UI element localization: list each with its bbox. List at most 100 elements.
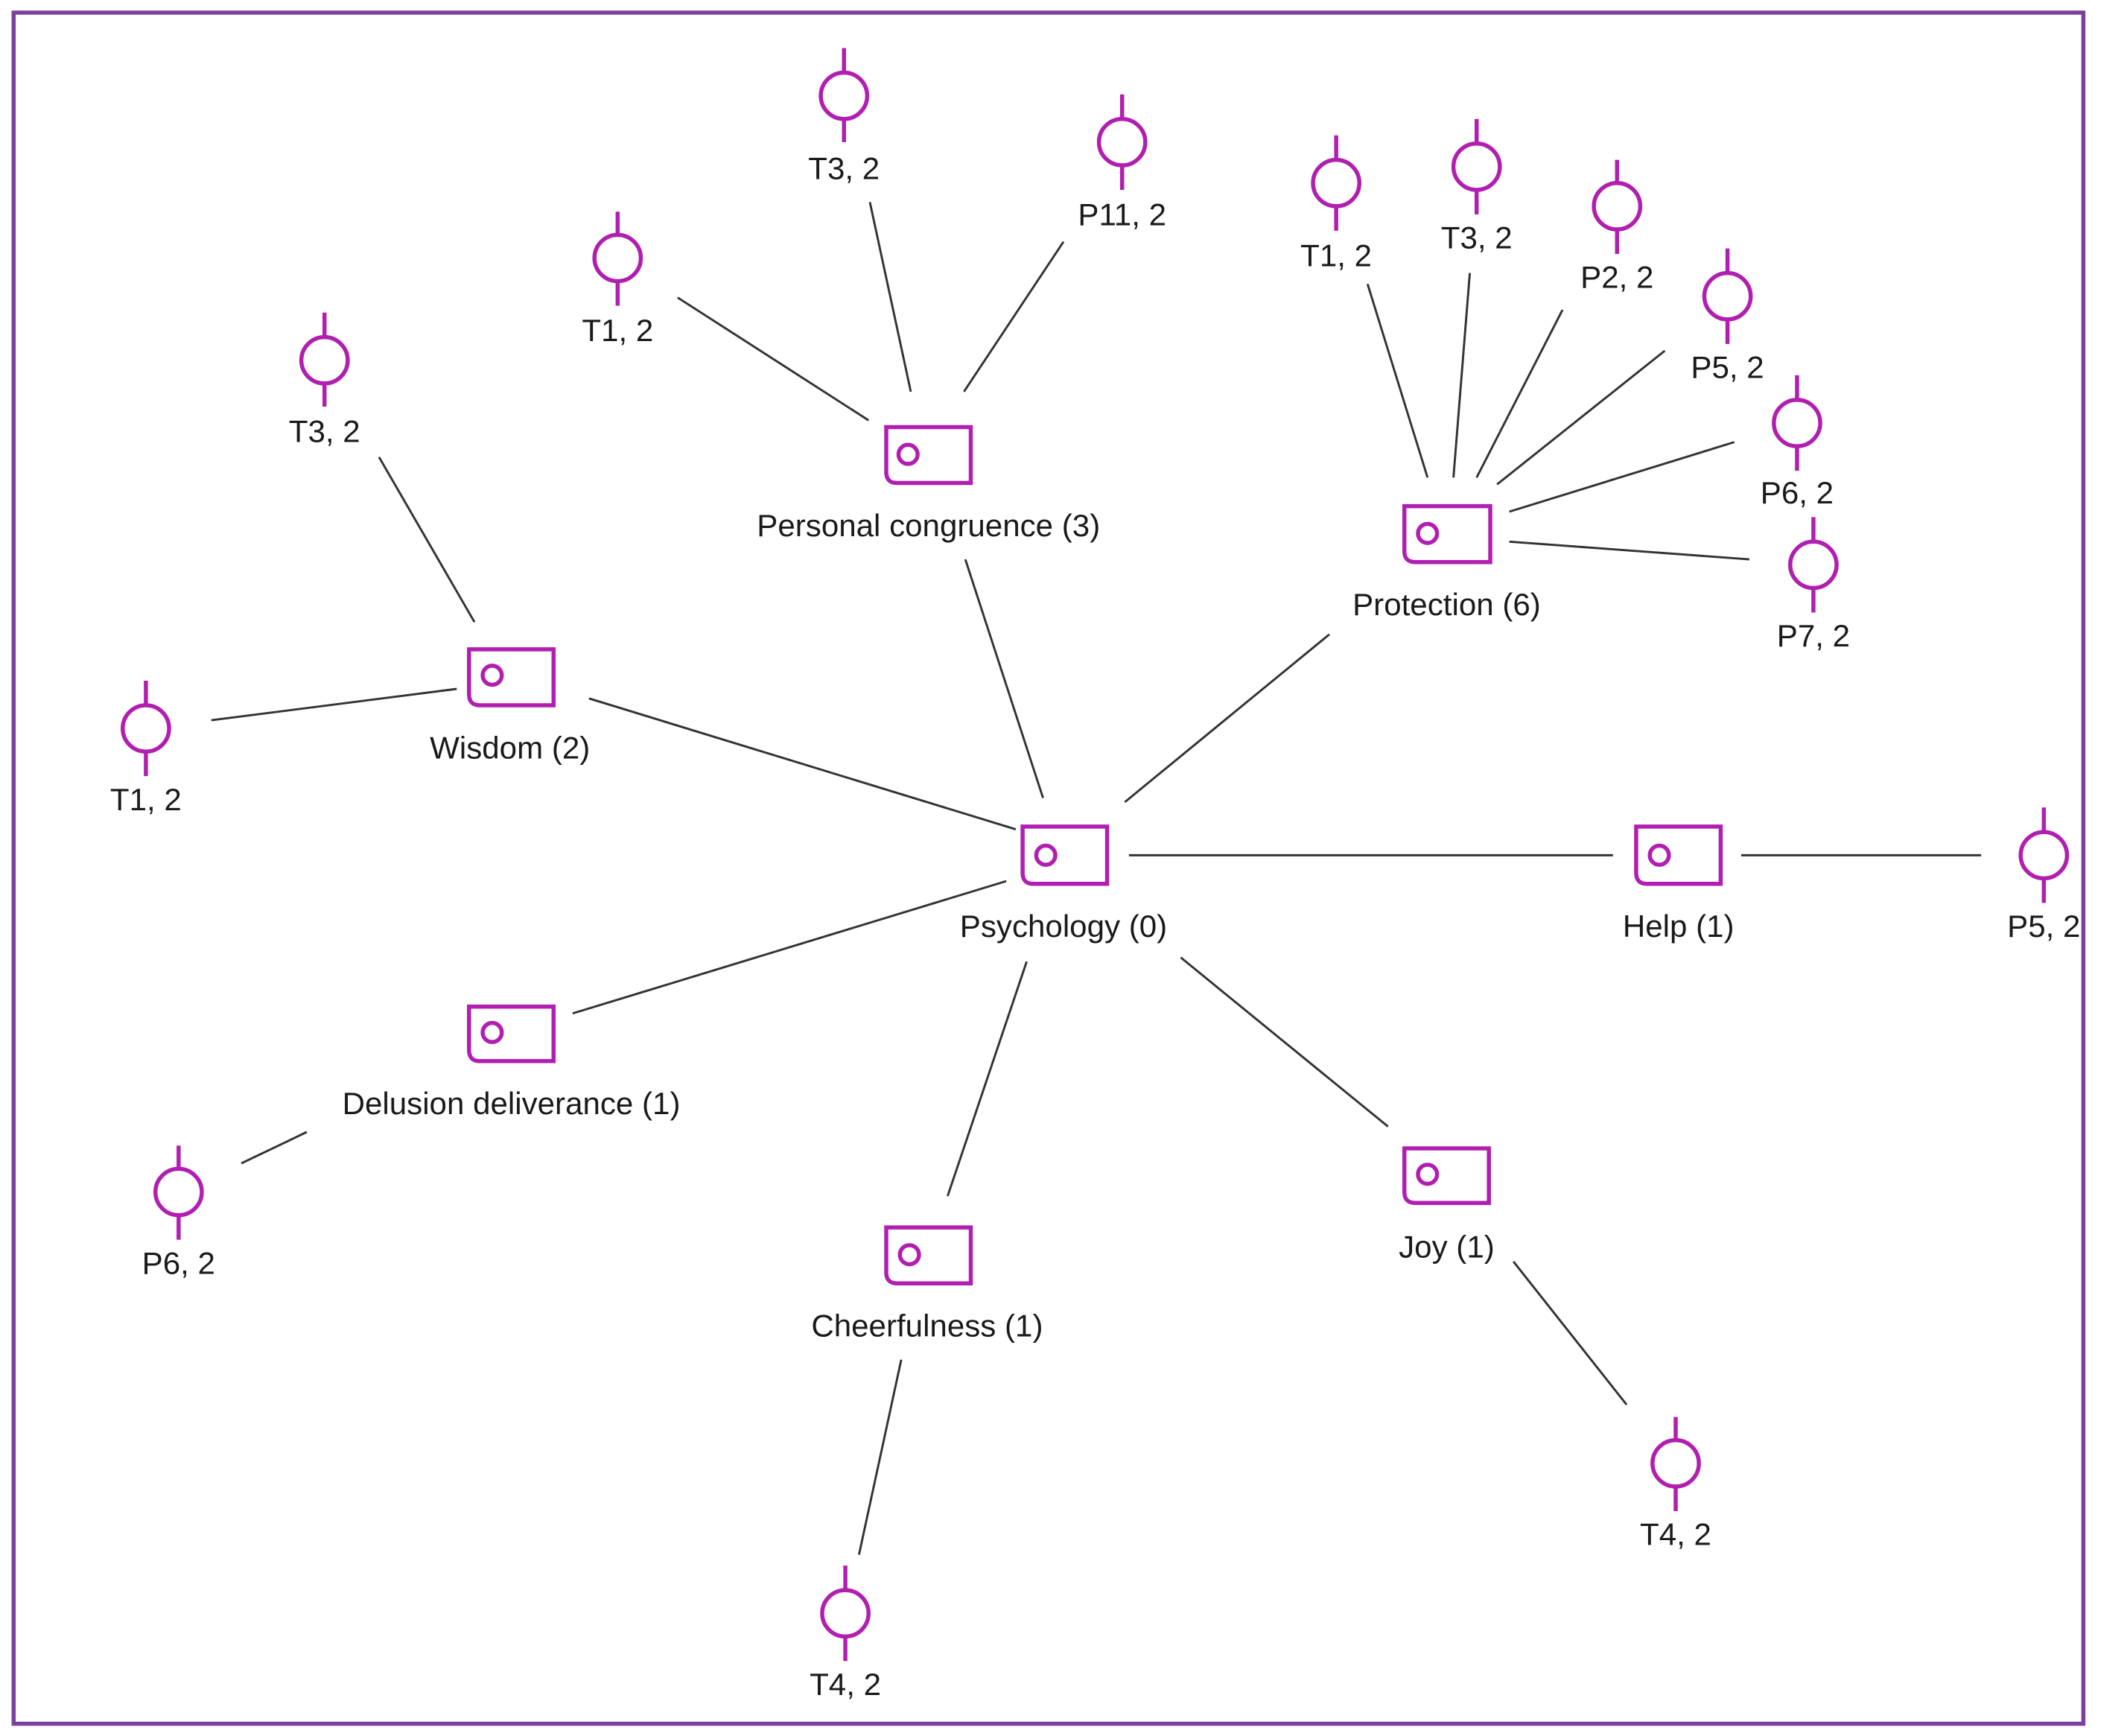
- document-code-icon: [884, 425, 973, 486]
- pin-circle-icon: [299, 334, 350, 386]
- code-node-joy[interactable]: [1402, 1146, 1491, 1205]
- document-code-icon: [467, 1004, 556, 1063]
- document-code-icon-dot: [897, 1243, 921, 1267]
- code-node-psychology[interactable]: [1020, 824, 1110, 886]
- quote-node-pc-p11[interactable]: [1096, 94, 1148, 190]
- quote-node-pr-t3[interactable]: [1451, 118, 1502, 214]
- edge-protection-p6: [1509, 441, 1735, 513]
- code-node-help[interactable]: [1634, 824, 1723, 886]
- document-code-icon: [1020, 824, 1110, 886]
- pin-circle-icon: [121, 703, 171, 754]
- quote-node-de-p6[interactable]: [153, 1145, 204, 1240]
- edge-delusion-p6: [241, 1131, 308, 1165]
- pin-circle-icon: [1788, 539, 1839, 591]
- quote-node-jo-t4[interactable]: [1650, 1417, 1701, 1511]
- edge-wisdom-t1: [211, 687, 457, 722]
- document-code-icon-dot: [1647, 843, 1671, 867]
- pin-circle-icon: [153, 1166, 204, 1218]
- quote-node-pr-t1[interactable]: [1311, 135, 1362, 231]
- edge-protection-p2: [1475, 309, 1564, 478]
- document-code-icon-dot: [1034, 843, 1058, 867]
- pin-circle-icon: [1592, 181, 1643, 232]
- quote-node-he-p5[interactable]: [2018, 807, 2070, 903]
- document-code-icon-dot: [896, 442, 920, 466]
- edge-personal-t1: [677, 296, 869, 422]
- code-nodes: [467, 425, 1723, 1285]
- label-psychology: Psychology (0): [960, 909, 1167, 944]
- edge-personal-t3: [868, 202, 912, 392]
- document-code-icon-dot: [480, 664, 504, 687]
- label-personal-congruence: Personal congruence (3): [757, 508, 1100, 543]
- label-pr-t1: T1, 2: [1300, 238, 1372, 273]
- edges: [211, 202, 1982, 1555]
- edge-protection-p5: [1496, 349, 1666, 486]
- quote-node-pc-t3[interactable]: [818, 48, 870, 142]
- document-code-icon: [467, 647, 556, 708]
- label-pc-t3: T3, 2: [808, 150, 880, 185]
- code-node-protection[interactable]: [1402, 503, 1492, 565]
- label-wisdom: Wisdom (2): [430, 730, 590, 765]
- edge-protection-p7: [1509, 540, 1749, 561]
- pin-circle-icon: [820, 1588, 871, 1639]
- quote-node-ch-t4[interactable]: [820, 1565, 871, 1662]
- edge-psychology-personal: [964, 559, 1044, 798]
- label-pr-p7: P7, 2: [1777, 618, 1850, 653]
- edge-protection-t3: [1452, 273, 1472, 478]
- label-wi-t1: T1, 2: [110, 782, 182, 817]
- edge-psychology-wisdom: [588, 697, 1017, 830]
- code-node-personal-congruence[interactable]: [884, 425, 973, 486]
- quote-node-wi-t3[interactable]: [299, 312, 350, 407]
- pin-circle-icon: [1311, 157, 1362, 209]
- quote-node-wi-t1[interactable]: [121, 681, 171, 777]
- code-node-cheerfulness[interactable]: [884, 1225, 973, 1285]
- label-protection: Protection (6): [1352, 587, 1541, 622]
- document-code-icon-dot: [1416, 521, 1440, 545]
- label-joy: Joy (1): [1399, 1229, 1495, 1264]
- edge-protection-t1: [1366, 283, 1429, 478]
- edge-wisdom-t3: [378, 457, 476, 623]
- document-code-icon-dot: [480, 1020, 504, 1044]
- quote-node-pr-p5[interactable]: [1702, 248, 1753, 344]
- label-pr-t3: T3, 2: [1441, 220, 1513, 255]
- label-he-p5: P5, 2: [2007, 909, 2080, 944]
- edge-personal-p11: [963, 241, 1065, 392]
- code-node-wisdom[interactable]: [467, 647, 556, 708]
- label-pc-p11: P11, 2: [1078, 197, 1166, 232]
- label-pr-p2: P2, 2: [1580, 260, 1653, 295]
- quote-node-pc-t1[interactable]: [592, 212, 643, 306]
- label-wi-t3: T3, 2: [289, 414, 360, 449]
- pin-circle-icon: [818, 70, 870, 121]
- code-node-delusion-deliverance[interactable]: [467, 1004, 556, 1063]
- label-de-p6: P6, 2: [142, 1245, 215, 1280]
- labels: Psychology (0) Personal congruence (3) P…: [110, 150, 2081, 1702]
- pin-circle-icon: [2018, 830, 2070, 881]
- edge-psychology-delusion: [572, 880, 1007, 1015]
- pin-circle-icon: [1650, 1438, 1701, 1489]
- pin-circle-icon: [1772, 398, 1822, 448]
- edge-cheerfulness-t4: [857, 1359, 903, 1555]
- edge-joy-t4: [1513, 1261, 1628, 1406]
- diagram-frame: [11, 10, 2086, 1726]
- document-code-icon: [1402, 1146, 1491, 1205]
- pin-circle-icon: [1451, 141, 1502, 192]
- document-code-icon-dot: [1416, 1163, 1440, 1186]
- pin-circle-icon: [1096, 116, 1148, 168]
- label-jo-t4: T4, 2: [1640, 1517, 1711, 1552]
- edge-psychology-cheerfulness: [946, 961, 1028, 1197]
- label-cheerfulness: Cheerfulness (1): [811, 1309, 1043, 1344]
- label-pr-p5: P5, 2: [1691, 350, 1764, 385]
- label-pr-p6: P6, 2: [1761, 475, 1834, 510]
- label-ch-t4: T4, 2: [810, 1667, 881, 1702]
- document-code-icon: [884, 1225, 973, 1285]
- quote-node-pr-p6[interactable]: [1772, 375, 1822, 471]
- pin-circle-icon: [592, 232, 643, 284]
- quote-node-pr-p7[interactable]: [1788, 517, 1839, 613]
- edge-psychology-protection: [1124, 633, 1330, 804]
- label-pc-t1: T1, 2: [582, 313, 653, 348]
- label-help: Help (1): [1623, 909, 1735, 944]
- quote-node-pr-p2[interactable]: [1592, 159, 1643, 254]
- quote-nodes: [121, 48, 2070, 1662]
- label-delusion-deliverance: Delusion deliverance (1): [343, 1086, 681, 1121]
